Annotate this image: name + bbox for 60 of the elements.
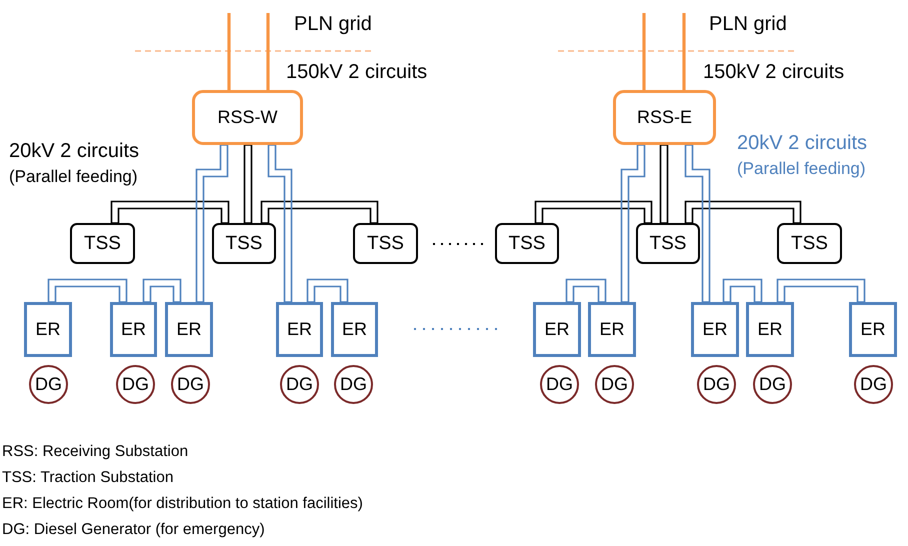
double-line-connector [196,144,228,303]
double-line-connector [620,144,646,303]
generator-circle: DG [753,365,792,404]
generator-circle: DG [280,365,319,404]
double-line-connector [684,200,802,224]
room-box: ER [165,302,213,357]
double-line-connector [244,144,252,224]
substation-box: TSS [495,223,559,264]
double-line-connector [306,278,348,303]
annotation-text: (Parallel feeding) [737,159,866,180]
room-box: ER [276,302,323,357]
room-box: ER [24,302,72,357]
annotation-text: PLN grid [709,12,787,36]
double-line-connector [110,200,230,224]
double-line-connector [684,144,710,303]
room-box: ER [849,302,897,357]
transmission-line [227,13,231,90]
annotation-text: 150kV 2 circuits [286,60,428,84]
substation-box: TSS [777,223,842,264]
room-box: ER [110,302,157,357]
double-line-connector [722,278,762,303]
double-line-connector [260,200,378,224]
transmission-line [682,13,686,90]
substation-box: RSS-E [613,90,716,145]
definition-text: DG: Diesel Generator (for emergency) [2,521,265,540]
substation-box: TSS [636,223,700,264]
transmission-line [266,13,270,90]
annotation-text: 20kV 2 circuits [9,139,140,163]
definition-text: TSS: Traction Substation [2,469,174,488]
generator-circle: DG [334,365,373,404]
generator-circle: DG [854,365,893,404]
room-box: ER [746,302,794,357]
room-box: ER [691,302,739,357]
generator-circle: DG [29,365,68,404]
substation-box: TSS [353,223,418,264]
room-box: ER [588,302,636,357]
annotation-text: PLN grid [294,12,372,36]
double-line-connector [660,144,668,224]
annotation-text: 20kV 2 circuits [737,131,868,155]
substation-box: TSS [212,223,276,264]
generator-circle: DG [171,365,210,404]
substation-box: RSS-W [192,90,303,145]
generator-circle: DG [540,365,579,404]
generator-circle: DG [116,365,155,404]
generator-circle: DG [697,365,736,404]
definition-text: RSS: Receiving Substation [2,443,188,462]
annotation-text: 150kV 2 circuits [703,60,844,84]
double-line-connector [566,278,606,303]
double-line-connector [776,278,866,303]
room-box: ER [331,302,378,357]
generator-circle: DG [595,365,634,404]
room-box: ER [533,302,581,357]
definition-text: ER: Electric Room(for distribution to station facilities) [2,495,363,514]
double-line-connector [268,144,292,303]
double-line-connector [142,278,182,303]
annotation-text: (Parallel feeding) [9,167,138,188]
transmission-line [642,13,646,90]
double-line-connector [534,200,652,224]
double-line-connector [48,278,128,303]
substation-box: TSS [70,223,135,264]
